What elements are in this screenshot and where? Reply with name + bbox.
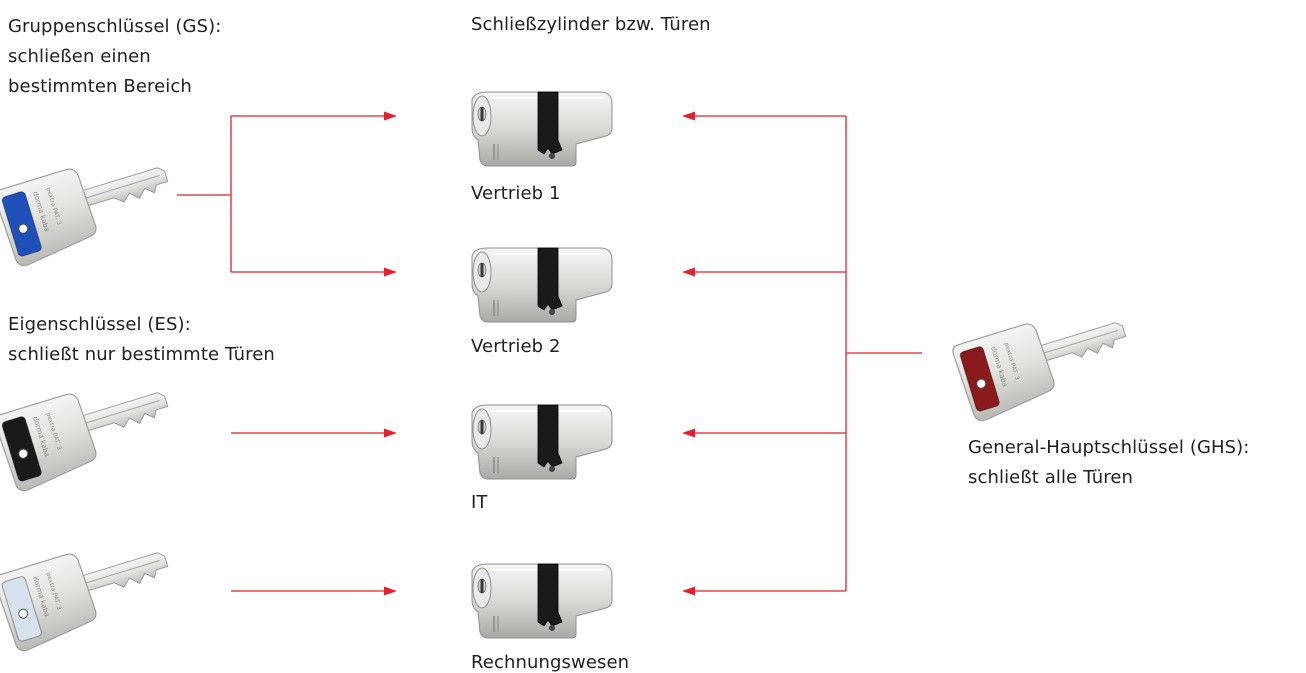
key-blade (1036, 322, 1127, 363)
cylinder-vertrieb-2 (471, 247, 613, 323)
individual-key-label-line-1: Eigenschlüssel (ES): (8, 314, 191, 335)
cylinder-screw-hole (549, 153, 555, 159)
gs-arrowhead-1 (384, 111, 397, 121)
key-hole (976, 378, 987, 389)
key-blade-groove (1042, 329, 1118, 354)
door-label-it: IT (471, 492, 488, 513)
ghs-arrowhead-2 (682, 267, 695, 277)
ghs-arrowhead-3 (682, 428, 695, 438)
key-blade-groove (84, 399, 160, 424)
gs-arrowhead-2 (384, 267, 397, 277)
key-color-clip (1, 576, 42, 642)
cylinder-screw-hole (549, 466, 555, 472)
master-key-label-line-1: General-Hauptschlüssel (GHS): (968, 437, 1250, 458)
door-label-rechnungswesen: Rechnungswesen (471, 652, 630, 673)
door-label-vertrieb-1: Vertrieb 1 (471, 183, 561, 204)
group-key-label-line-2: schließen einen (8, 46, 151, 67)
es-arrowhead-1 (384, 428, 397, 438)
key-color-clip (1, 191, 42, 257)
key-blade (78, 167, 169, 208)
ghs-arrowhead-4 (682, 586, 695, 596)
key-color-clip (1, 416, 42, 482)
group-key-label-line-3: bestimmten Bereich (8, 76, 192, 97)
es-arrowhead-2 (384, 586, 397, 596)
key-hole (18, 223, 29, 234)
cylinders-header: Schließzylinder bzw. Türen (471, 14, 711, 35)
door-label-vertrieb-2: Vertrieb 2 (471, 336, 561, 357)
ghs-arrowhead-1 (682, 111, 695, 121)
cylinder-keyway (480, 579, 484, 593)
cylinder-screw-hole (549, 625, 555, 631)
cylinder-vertrieb-1 (471, 91, 613, 167)
key-hole (18, 608, 29, 619)
cylinder-screw-hole (549, 309, 555, 315)
key-blade-groove (84, 559, 160, 584)
cylinder-keyway (480, 263, 484, 277)
cylinder-rechnungswesen (471, 563, 613, 639)
key-blade (78, 552, 169, 593)
key-color-clip (959, 346, 1000, 412)
key-blade (78, 392, 169, 433)
individual-key-label-line-2: schließt nur bestimmte Türen (8, 344, 275, 365)
cylinder-keyway (480, 420, 484, 434)
cylinder-it (471, 404, 613, 480)
master-key-label: General-Hauptschlüssel (GHS): schließt a… (968, 433, 1249, 493)
group-key-label: Gruppenschlüssel (GS): schließen einen b… (8, 12, 221, 102)
key-blade-groove (84, 174, 160, 199)
group-key-label-line-1: Gruppenschlüssel (GS): (8, 16, 222, 37)
cylinder-keyway (480, 107, 484, 121)
key-hole (18, 448, 29, 459)
master-key-label-line-2: schließt alle Türen (968, 467, 1134, 488)
individual-key-label: Eigenschlüssel (ES): schließt nur bestim… (8, 310, 275, 370)
